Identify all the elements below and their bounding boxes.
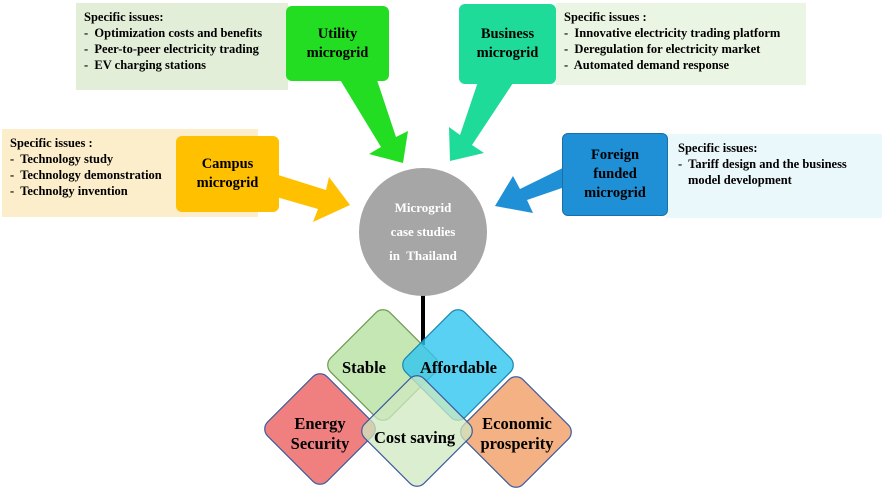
foreign-microgrid-box: Foreign funded microgrid xyxy=(562,133,668,216)
business-issue-item: Deregulation for electricity market xyxy=(564,41,798,57)
business-issue-item: Automated demand response xyxy=(564,57,798,73)
utility-issues-box: Specific issues: Optimization costs and … xyxy=(76,3,288,90)
center-label-line: in Thailand xyxy=(389,248,457,263)
foreign-arrow xyxy=(495,162,575,213)
energy-security-label: Energy Security xyxy=(286,414,354,454)
center-circle: Microgrid case studies in Thailand xyxy=(359,168,487,296)
utility-arrow xyxy=(339,62,408,163)
campus-microgrid-box: Campus microgrid xyxy=(176,136,279,212)
business-issues-box: Specific issues : Innovative electricity… xyxy=(556,3,806,85)
utility-issue-item: Peer-to-peer electricity trading xyxy=(84,41,280,57)
campus-issue-item: Technology study xyxy=(10,151,250,167)
business-label-line: microgrid xyxy=(476,45,539,61)
campus-issue-item: Technology demonstration xyxy=(10,167,250,183)
foreign-issue-item: model development xyxy=(688,173,792,187)
economic-prosperity-line: prosperity xyxy=(480,434,554,453)
economic-prosperity-label: Economic prosperity xyxy=(472,414,562,454)
foreign-issues-box: Specific issues: Tariff design and the b… xyxy=(666,134,882,218)
foreign-label-line: microgrid xyxy=(584,185,646,201)
campus-issues-title: Specific issues : xyxy=(10,136,93,150)
utility-microgrid-box: Utility microgrid xyxy=(286,6,389,81)
foreign-issue-item: Tariff design and the business xyxy=(678,156,874,172)
foreign-issues-title: Specific issues: xyxy=(678,141,758,155)
utility-issue-item: EV charging stations xyxy=(84,57,280,73)
energy-security-line: Energy xyxy=(294,414,346,433)
business-arrow xyxy=(449,61,517,161)
utility-label-line: microgrid xyxy=(306,44,369,61)
campus-issue-item: Technolgy invention xyxy=(10,183,250,199)
business-label-line: Business xyxy=(480,26,535,42)
energy-security-diamond xyxy=(264,373,376,485)
foreign-label-line: funded xyxy=(593,166,637,182)
energy-security-line: Security xyxy=(290,434,350,453)
business-issues-title: Specific issues : xyxy=(564,10,647,24)
economic-prosperity-line: Economic xyxy=(482,414,552,433)
utility-label-line: Utility xyxy=(317,25,358,42)
utility-issue-item: Optimization costs and benefits xyxy=(84,25,280,41)
campus-label-line: microgrid xyxy=(196,175,259,191)
center-label-line: Microgrid xyxy=(394,200,452,215)
stable-label: Stable xyxy=(342,358,387,377)
campus-arrow xyxy=(256,168,350,222)
utility-issues-title: Specific issues: xyxy=(84,10,164,24)
business-issue-item: Innovative electricity trading platform xyxy=(564,25,798,41)
cost-saving-label: Cost saving xyxy=(374,428,456,447)
foreign-label-line: Foreign xyxy=(590,147,640,163)
cost-saving-diamond xyxy=(361,375,473,487)
economic-prosperity-diamond xyxy=(460,376,572,488)
business-microgrid-box: Business microgrid xyxy=(459,4,556,84)
center-label-line: case studies xyxy=(390,224,456,239)
affordable-label: Affordable xyxy=(420,358,497,377)
campus-label-line: Campus xyxy=(201,156,254,172)
